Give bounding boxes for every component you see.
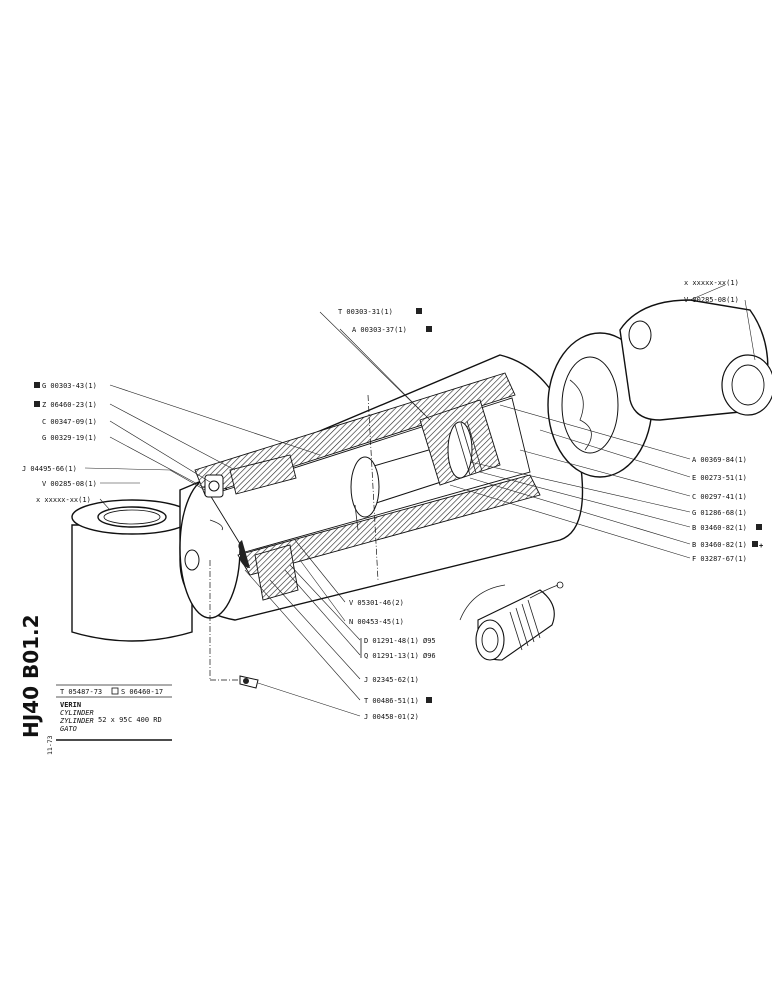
label-right-3: A 00369-84(1): [692, 456, 747, 464]
label-top-1: T 00303-31(1): [338, 308, 393, 316]
label-left-1: G 00303-43(1): [42, 382, 97, 390]
label-bottom-3: D 01291-48(1) Ø95: [364, 637, 436, 645]
label-left-3: C 00347-09(1): [42, 418, 97, 426]
svg-text:11-73: 11-73: [46, 735, 54, 755]
callouts-bottom: V 05301-46(2) N 00453-45(1) D 01291-48(1…: [349, 599, 436, 721]
bleed-fitting: [209, 560, 259, 689]
marker-square-icon: [426, 326, 432, 332]
title-line-1: VERIN: [60, 701, 81, 709]
label-right-7: B 03460-82(1): [692, 524, 747, 532]
title-ref-t: T 05487-73: [60, 688, 102, 696]
sheet-code: HJ40 B01.2: [19, 614, 43, 738]
callouts-top: T 00303-31(1) A 00303-37(1): [338, 308, 432, 334]
cylinder-body: [179, 354, 584, 621]
title-line-3: ZYLINDER: [59, 717, 94, 725]
marker-square-icon: [752, 541, 758, 547]
label-right-1: x xxxxx-xx(1): [684, 279, 739, 287]
marker-square-icon: [34, 382, 40, 388]
label-left-4: G 00329-19(1): [42, 434, 97, 442]
marker-square-icon: [426, 697, 432, 703]
ref-s-box-icon: [111, 687, 119, 695]
leader-lines: [84, 284, 756, 717]
label-right-8: B 03460-82(1): [692, 541, 747, 549]
label-left-5: J 04495-66(1): [22, 465, 77, 473]
label-bottom-4: Q 01291-13(1) Ø96: [364, 652, 436, 660]
title-model: C 400 RD: [128, 716, 162, 724]
marker-square-icon: [416, 308, 422, 314]
sheet-date: 11-73: [46, 735, 54, 755]
title-line-4: GATO: [60, 725, 77, 733]
callouts-right: x xxxxx-xx(1) V 00285-08(1) A 00369-84(1…: [684, 279, 763, 563]
title-line-2: CYLINDER: [60, 709, 94, 717]
rod-end-clevis: [547, 299, 772, 478]
label-right-6: G 01286-68(1): [692, 509, 747, 517]
label-left-6: V 00285-08(1): [42, 480, 97, 488]
marker-square-icon: [756, 524, 762, 530]
label-right-5: C 00297-41(1): [692, 493, 747, 501]
foot-end-cap: [71, 499, 193, 642]
label-bottom-2: N 00453-45(1): [349, 618, 404, 626]
svg-text:HJ40 B01.2: HJ40 B01.2: [19, 614, 43, 738]
label-bottom-6: T 00486-51(1): [364, 697, 419, 705]
label-left-7: x xxxxx-xx(1): [36, 496, 91, 504]
label-right-9: F 03287-67(1): [692, 555, 747, 563]
label-bottom-7: J 00458-01(2): [364, 713, 419, 721]
threaded-bushing: [459, 581, 564, 661]
label-top-2: A 00303-37(1): [352, 326, 407, 334]
label-right-4: E 00273-51(1): [692, 474, 747, 482]
title-ref-s: S 06460-17: [121, 688, 163, 696]
title-size: 52 x 95: [98, 716, 128, 724]
marker-cross-icon: +: [759, 542, 763, 550]
callouts-left: G 00303-43(1) Z 06460-23(1) C 00347-09(1…: [22, 382, 97, 504]
label-bottom-1: V 05301-46(2): [349, 599, 404, 607]
label-left-2: Z 06460-23(1): [42, 401, 97, 409]
label-right-2: V 00285-08(1): [684, 296, 739, 304]
marker-square-icon: [34, 401, 40, 407]
label-bottom-5: J 02345-62(1): [364, 676, 419, 684]
title-block: T 05487-73 S 06460-17 VERIN CYLINDER ZYL…: [56, 684, 172, 741]
